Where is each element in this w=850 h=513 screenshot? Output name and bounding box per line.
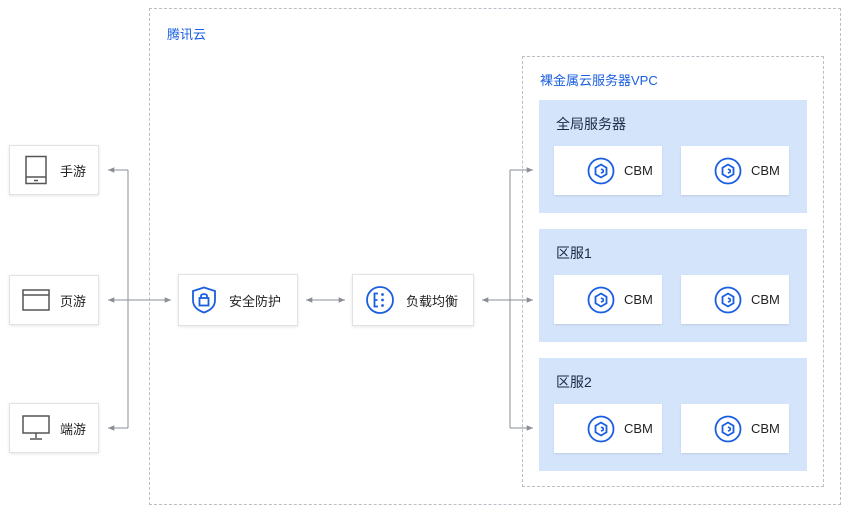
client-node-client-game[interactable]: 端游 [9, 403, 99, 453]
load-balancer-label: 负载均衡 [406, 293, 459, 309]
client-node-mobile-game[interactable]: 手游 [9, 145, 99, 195]
security-node[interactable]: 安全防护 [178, 274, 298, 326]
client-label: 页游 [60, 293, 87, 309]
group-title: 区服2 [556, 374, 592, 390]
cbm-server-node[interactable]: CBM [554, 275, 662, 324]
group-title: 区服1 [556, 245, 592, 261]
client-node-web-game[interactable]: 页游 [9, 275, 99, 325]
cbm-icon [587, 415, 615, 442]
shield-lock-icon [192, 286, 216, 314]
tencent-cloud-region [149, 8, 841, 505]
tencent-cloud-label: 腾讯云 [167, 27, 207, 42]
cbm-server-node[interactable]: CBM [554, 404, 662, 453]
cbm-server-node[interactable]: CBM [554, 146, 662, 195]
cbm-label: CBM [751, 421, 780, 436]
cbm-icon [587, 157, 615, 184]
client-label: 手游 [60, 163, 87, 179]
browser-window-icon [22, 289, 50, 311]
vpc-region [522, 56, 824, 487]
cbm-icon [714, 415, 742, 442]
load-balancer-icon [366, 286, 394, 314]
server-group-zone-2: 区服2 CBM CBM [539, 358, 807, 471]
server-group-zone-1: 区服1 CBM CBM [539, 229, 807, 342]
cbm-icon [714, 286, 742, 313]
cbm-label: CBM [751, 292, 780, 307]
client-label: 端游 [60, 421, 87, 437]
cbm-server-node[interactable]: CBM [681, 275, 789, 324]
cbm-label: CBM [624, 421, 653, 436]
cbm-server-node[interactable]: CBM [681, 404, 789, 453]
tablet-icon [25, 155, 47, 185]
monitor-icon [22, 415, 50, 440]
server-group-global: 全局服务器 CBM CBM [539, 100, 807, 213]
cbm-server-node[interactable]: CBM [681, 146, 789, 195]
cbm-label: CBM [624, 163, 653, 178]
cbm-label: CBM [624, 292, 653, 307]
cbm-label: CBM [751, 163, 780, 178]
cbm-icon [714, 157, 742, 184]
vpc-label: 裸金属云服务器VPC [540, 73, 658, 88]
load-balancer-node[interactable]: 负载均衡 [352, 274, 474, 326]
group-title: 全局服务器 [556, 116, 626, 132]
security-label: 安全防护 [229, 293, 282, 309]
cbm-icon [587, 286, 615, 313]
